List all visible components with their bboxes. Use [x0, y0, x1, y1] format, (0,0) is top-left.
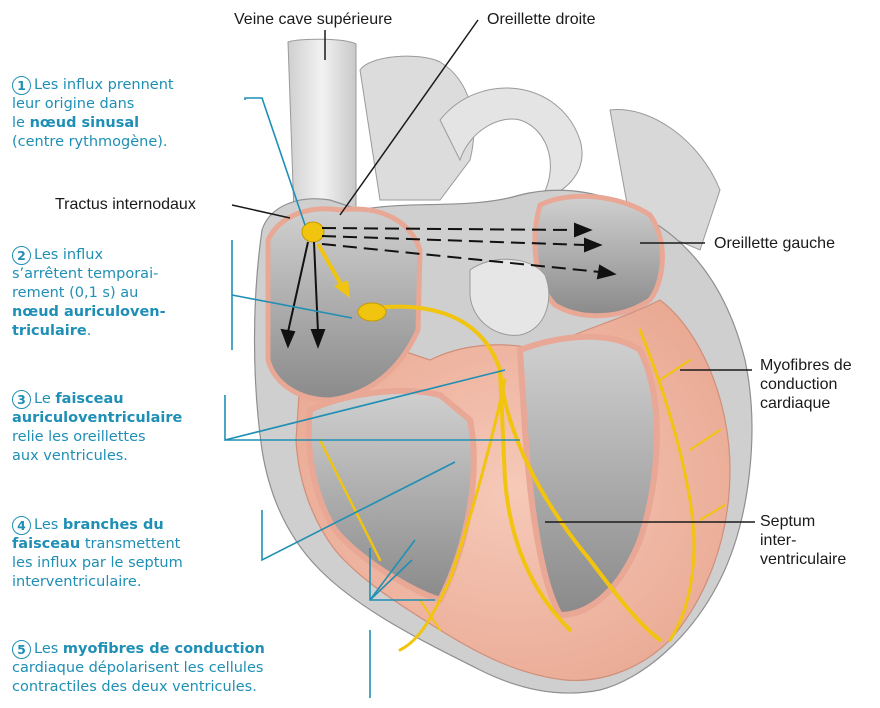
- step-1-number: 1: [12, 76, 31, 95]
- label-veine-cave-superieure: Veine cave supérieure: [234, 10, 392, 29]
- step-3-line3: relie les oreillettes: [12, 428, 182, 447]
- label-oreillette-droite: Oreillette droite: [487, 10, 596, 29]
- step-3-line1a: Le: [34, 391, 55, 407]
- step-4-line2b: faisceau: [12, 536, 80, 552]
- step-2-line4: nœud auriculoven-: [12, 304, 166, 320]
- label-myofibres-line3: cardiaque: [760, 394, 852, 413]
- step-4-line4: interventriculaire.: [12, 573, 183, 592]
- step-4-line2c: transmettent: [80, 536, 180, 552]
- step-1-line3a: le: [12, 115, 30, 131]
- step-1-line4: (centre rythmogène).: [12, 133, 174, 152]
- label-septum-line2: inter-: [760, 531, 846, 550]
- step-2-line5c: .: [87, 323, 92, 339]
- step-3-line1b: faisceau: [55, 391, 123, 407]
- step-4-line3: les influx par le septum: [12, 554, 183, 573]
- step-2-line1: Les influx: [34, 247, 103, 263]
- label-myofibres: Myofibres de conduction cardiaque: [760, 356, 852, 413]
- step-1-line2: leur origine dans: [12, 95, 174, 114]
- label-septum-line3: ventriculaire: [760, 550, 846, 569]
- label-myofibres-line2: conduction: [760, 375, 852, 394]
- step-4-line1a: Les: [34, 517, 63, 533]
- step-5-line2: cardiaque dépolarisent les cellules: [12, 659, 265, 678]
- step-2-line3: rement (0,1 s) au: [12, 284, 166, 303]
- step-3-line2: auriculoventriculaire: [12, 410, 182, 426]
- left-atrium-cavity: [535, 196, 662, 315]
- label-septum-line1: Septum: [760, 512, 846, 531]
- step-2-line5b: triculaire: [12, 323, 87, 339]
- step-5-line1b: myofibres de conduction: [63, 641, 265, 657]
- step-1-line3b: nœud sinusal: [30, 115, 140, 131]
- step-5-line1a: Les: [34, 641, 63, 657]
- step-2-line2: s’arrêtent temporai-: [12, 265, 166, 284]
- label-myofibres-line1: Myofibres de: [760, 356, 852, 375]
- step-5-number: 5: [12, 640, 31, 659]
- label-tractus-internodaux: Tractus internodaux: [55, 195, 196, 214]
- step-2-number: 2: [12, 246, 31, 265]
- label-septum: Septum inter- ventriculaire: [760, 512, 846, 569]
- step-4-line1b: branches du: [63, 517, 164, 533]
- av-node: [358, 303, 386, 321]
- step-3-number: 3: [12, 390, 31, 409]
- step-1-line1: Les influx prennent: [34, 77, 174, 93]
- step-4-number: 4: [12, 516, 31, 535]
- label-oreillette-gauche: Oreillette gauche: [714, 234, 835, 253]
- step-5-line3: contractiles des deux ventricules.: [12, 678, 265, 697]
- sa-node: [302, 222, 324, 242]
- step-3-line4: aux ventricules.: [12, 447, 182, 466]
